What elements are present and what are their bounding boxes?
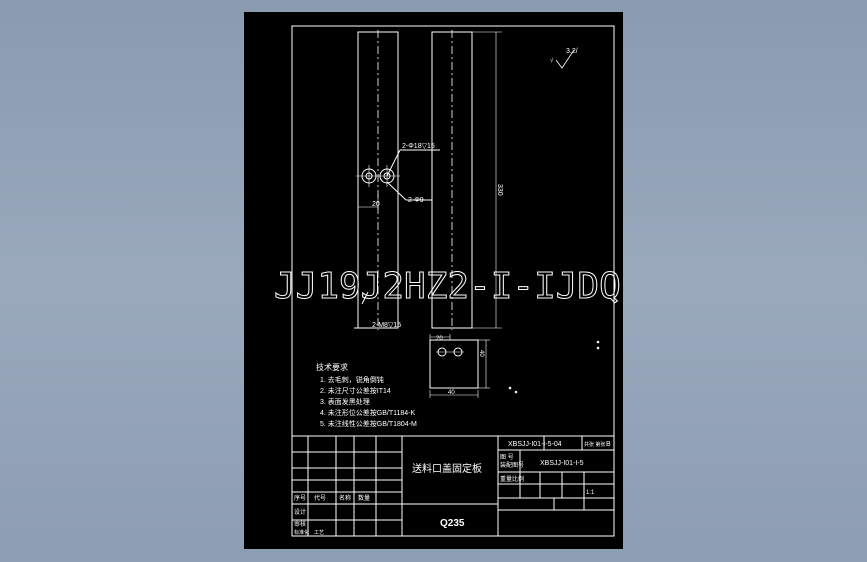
roughness-value: 3.2/ <box>566 48 578 55</box>
part-label-top: 图 号 <box>500 454 514 461</box>
note-item: 5. 未注线性公差按GB/T1804-M <box>320 419 417 428</box>
note-item: 1. 去毛刺，锐角倒钝 <box>320 375 384 384</box>
watermark-text: JJ19J2HZ2-I-IJDQ <box>274 266 621 307</box>
col-header: 代号 <box>314 494 326 502</box>
note-item: 3. 表面发黑处理 <box>320 397 370 406</box>
row-label: 审核 <box>294 520 306 528</box>
dim-small-20: 20 <box>436 336 443 342</box>
part-label-bottom: 装配图号 <box>500 461 524 469</box>
note-item: 4. 未注形位公差按GB/T1184-K <box>320 408 416 417</box>
notes-heading: 技术要求 <box>316 362 348 372</box>
dim-20: 20 <box>372 201 380 208</box>
sheet-letter: B <box>606 441 611 448</box>
dim-40-side: 40 <box>478 350 484 357</box>
sheet-count: 共张 第张 <box>584 441 605 448</box>
dim-m8: 2-M8▽15 <box>372 322 401 329</box>
dim-330: 330 <box>496 184 503 196</box>
col-header: 序号 <box>294 494 306 502</box>
row-label: 设计 <box>294 508 306 516</box>
row-label: 标准化 <box>294 529 309 536</box>
scale-label: 重量比例 <box>500 475 524 483</box>
roughness-prefix: √ <box>550 57 554 64</box>
drawing-number: XBSJJ-I01-I-5-04 <box>508 441 562 448</box>
roughness-symbol: 3.2/ √ <box>550 48 578 69</box>
dim-40-bottom: 40 <box>448 390 455 396</box>
part-number: XBSJJ-I01-I-5 <box>540 460 584 467</box>
drawing-sheet: 3.2/ √ 2-Φ18▽15 2-Φ9 20 330 2-M8▽15 20 4… <box>244 12 623 549</box>
col-header: 数量 <box>358 494 370 502</box>
material: Q235 <box>440 518 465 529</box>
row-label: 工艺 <box>314 530 324 536</box>
col-header: 名称 <box>339 494 351 502</box>
right-bar-view <box>431 30 502 330</box>
drawing-title: 送料口盖固定板 <box>412 462 482 475</box>
note-item: 2. 未注尺寸公差按IT14 <box>320 386 391 395</box>
dim-top-holes: 2-Φ18▽15 <box>402 143 435 150</box>
technical-notes: 技术要求 1. 去毛刺，锐角倒钝 2. 未注尺寸公差按IT14 3. 表面发黑处… <box>316 362 417 428</box>
scale-value: 1:1 <box>586 490 595 496</box>
left-bar-view <box>354 30 440 330</box>
dim-hole9: 2-Φ9 <box>408 197 424 204</box>
end-view-part <box>429 334 490 398</box>
title-block <box>291 435 615 537</box>
